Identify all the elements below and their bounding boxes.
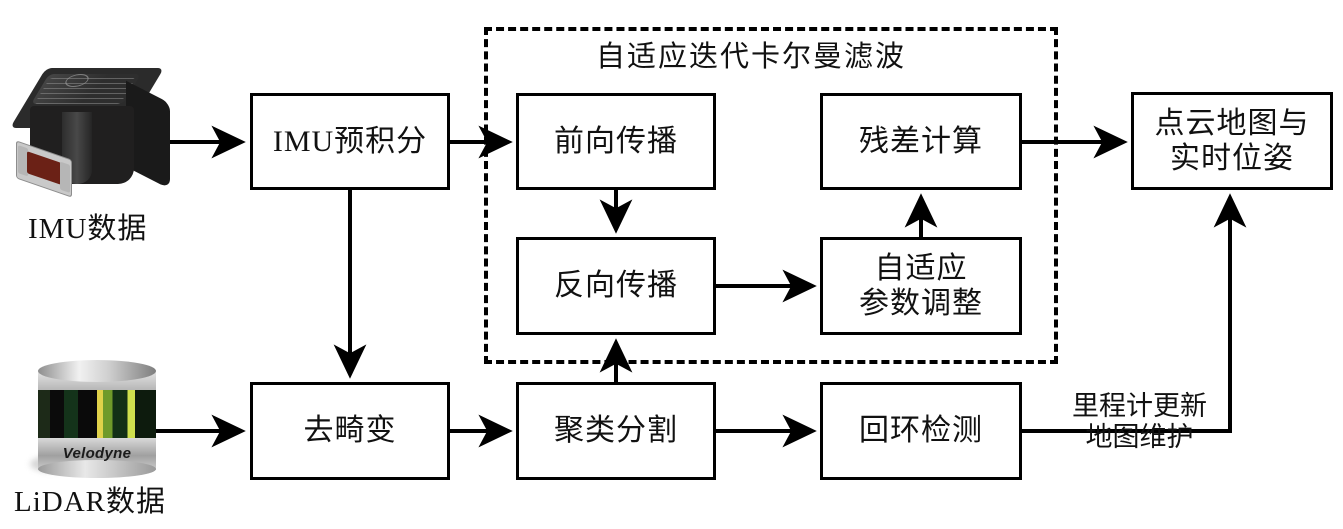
imu-sensor-icon xyxy=(9,62,174,202)
node-residual-computation[interactable]: 残差计算 xyxy=(820,93,1022,190)
node-imu-preintegration[interactable]: IMU预积分 xyxy=(250,93,450,190)
node-label-line1: 自适应 xyxy=(874,251,968,285)
node-loop-closure-detection[interactable]: 回环检测 xyxy=(820,382,1022,480)
node-label: 反向传播 xyxy=(554,269,678,303)
node-adaptive-parameter-tuning[interactable]: 自适应 参数调整 xyxy=(820,237,1022,335)
node-label-line1: 点云地图与 xyxy=(1154,106,1310,140)
node-label-line2: 实时位姿 xyxy=(1170,142,1294,175)
node-pointcloud-map-and-pose[interactable]: 点云地图与 实时位姿 xyxy=(1131,92,1333,190)
node-backward-propagation[interactable]: 反向传播 xyxy=(516,237,716,335)
lidar-sensor-icon: Velodyne xyxy=(30,360,170,480)
node-label: 残差计算 xyxy=(859,124,983,158)
adaptive-iterated-kalman-filter-group xyxy=(484,27,1058,364)
lidar-data-caption: LiDAR数据 xyxy=(14,486,167,518)
node-label: IMU预积分 xyxy=(272,124,428,158)
edge-label-line2: 地图维护 xyxy=(1085,422,1194,453)
node-label: 聚类分割 xyxy=(554,414,678,448)
imu-data-caption: IMU数据 xyxy=(28,213,148,245)
lidar-brand-label: Velodyne xyxy=(62,444,132,462)
group-title: 自适应迭代卡尔曼滤波 xyxy=(596,41,907,73)
node-label: 回环检测 xyxy=(859,414,983,448)
node-label: 去畸变 xyxy=(303,414,397,448)
edge-label-line1: 里程计更新 xyxy=(1072,391,1207,421)
node-label-line2: 参数调整 xyxy=(859,287,983,320)
node-de-distortion[interactable]: 去畸变 xyxy=(250,382,450,480)
edge-loop-to-output xyxy=(1022,193,1247,433)
node-label: 前向传播 xyxy=(554,124,678,158)
node-forward-propagation[interactable]: 前向传播 xyxy=(516,93,716,190)
node-cluster-segmentation[interactable]: 聚类分割 xyxy=(516,382,716,480)
odometry-map-edge-label: 里程计更新 地图维护 xyxy=(1072,391,1207,453)
